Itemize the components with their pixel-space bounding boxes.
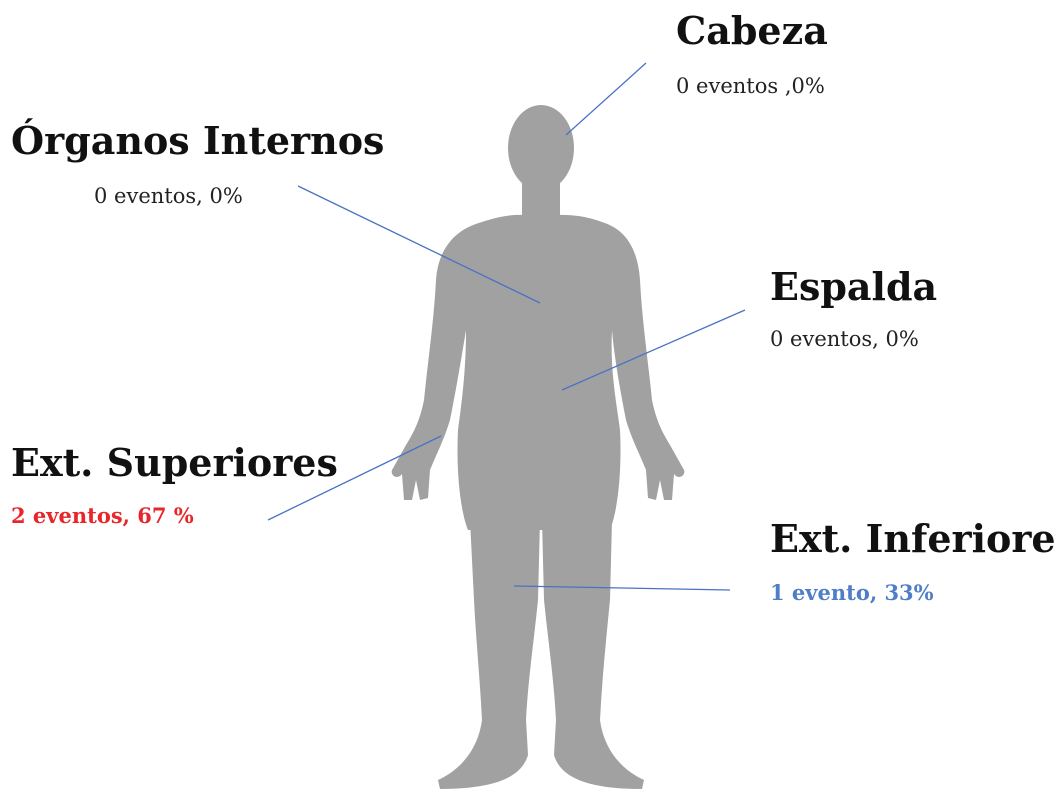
leader-line-superiores [267,435,442,521]
region-title-ext-inferiores: Ext. Inferiores [770,516,1054,561]
right-leg-shape [542,520,644,789]
region-title-cabeza: Cabeza [676,8,828,53]
leader-line-inferiores [513,585,731,591]
head-shape [508,105,574,191]
region-stat-espalda: 0 eventos, 0% [770,327,919,351]
leader-lines [267,62,746,591]
region-stat-ext-superiores: 2 eventos, 67 % [11,503,194,528]
neck-shape [522,178,560,220]
leader-line-organos [297,185,541,304]
region-title-organos-internos: Órganos Internos [11,118,385,163]
region-stat-cabeza: 0 eventos ,0% [676,74,825,98]
leader-line-espalda [561,309,746,391]
left-leg-shape [438,520,540,789]
region-title-ext-superiores: Ext. Superiores [11,440,338,485]
region-title-espalda: Espalda [770,264,938,309]
region-stat-organos-internos: 0 eventos, 0% [94,184,243,208]
body-silhouette [391,105,685,789]
region-stat-ext-inferiores: 1 evento, 33% [770,580,934,605]
torso-shape [391,214,685,530]
leader-line-cabeza [565,62,647,136]
